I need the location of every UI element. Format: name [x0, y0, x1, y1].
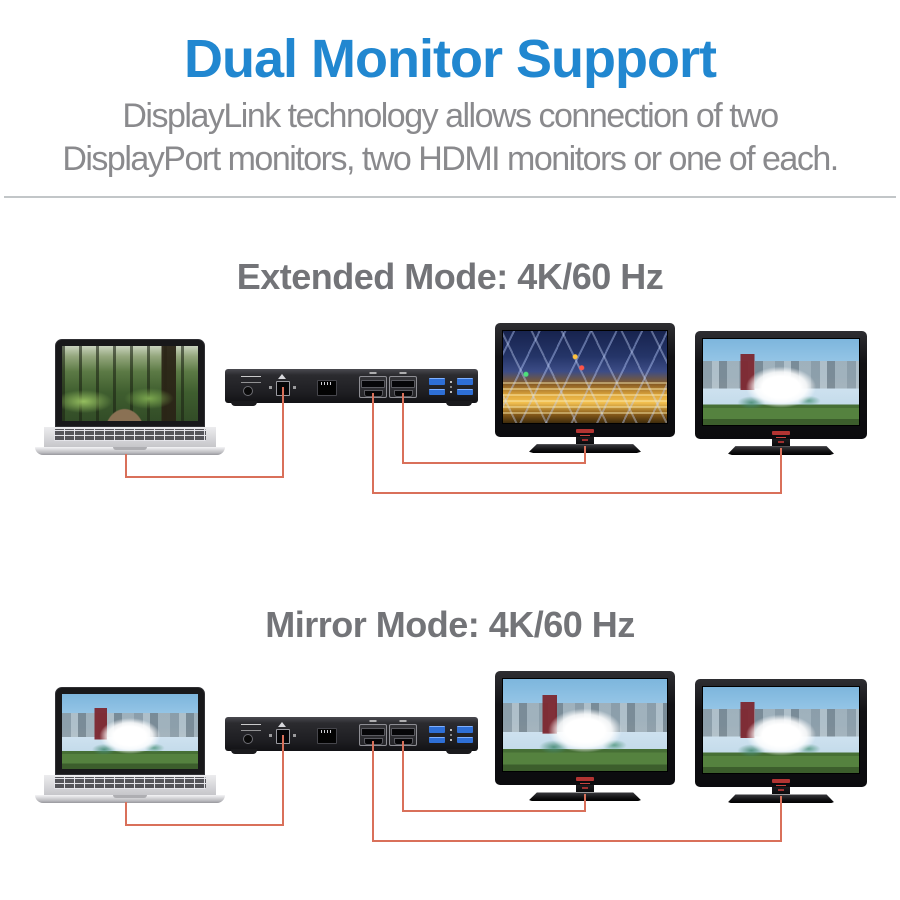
displayport-slot — [361, 380, 385, 389]
monitor-stand — [728, 794, 834, 804]
mirror-mode-section: Mirror Mode: 4K/60 Hz — [0, 604, 900, 886]
subtitle: DisplayLink technology allows connection… — [0, 95, 900, 179]
laptop-lid — [55, 339, 205, 428]
monitor-left — [495, 323, 675, 454]
usb-upstream-icon — [278, 374, 286, 380]
monitor-frame — [695, 331, 867, 440]
laptop — [35, 339, 225, 456]
usb3-port-group — [429, 726, 473, 744]
laptop-base — [35, 447, 225, 456]
monitor-screen — [502, 330, 668, 425]
displayport-hdmi-combo-port-2 — [389, 376, 417, 399]
usb3-port — [457, 726, 473, 733]
monitor-screen — [702, 686, 860, 775]
monitor-logo-badge — [576, 777, 594, 782]
hdmi-slot — [393, 738, 413, 746]
monitor-logo-badge — [772, 431, 790, 436]
docking-station — [225, 717, 478, 755]
monitor-stand — [529, 444, 641, 454]
page-title: Dual Monitor Support — [184, 29, 717, 89]
ethernet-port — [317, 380, 337, 397]
mirror-mode-diagram — [0, 671, 900, 886]
usb3-port — [457, 388, 473, 396]
usb-port-markings — [269, 734, 272, 738]
monitor-neck — [772, 439, 790, 447]
usb3-port — [429, 726, 445, 733]
monitor-frame — [695, 679, 867, 788]
monitor-neck — [576, 437, 594, 445]
displayport-hdmi-combo-port-2 — [389, 724, 417, 747]
usb-b-upstream-port — [276, 729, 290, 745]
hdmi-slot — [363, 390, 383, 398]
usb3-port — [429, 388, 445, 396]
power-jack — [243, 734, 253, 745]
monitor-logo-badge — [576, 429, 594, 434]
usb3-port — [457, 378, 473, 385]
subtitle-line-1: DisplayLink technology allows connection… — [122, 97, 779, 136]
hdmi-slot — [363, 738, 383, 746]
usb-port-markings — [269, 386, 272, 390]
monitor-stand — [529, 792, 641, 802]
displayport-slot — [391, 380, 415, 389]
power-jack — [243, 386, 253, 397]
monitor-screen-image — [503, 679, 667, 772]
monitor-logo-badge — [772, 779, 790, 784]
laptop-screen — [62, 694, 198, 770]
extended-mode-section: Extended Mode: 4K/60 Hz — [0, 256, 900, 538]
extended-mode-diagram — [0, 323, 900, 538]
displayport-hdmi-combo-port-1 — [359, 724, 387, 747]
subtitle-line-2: DisplayPort monitors, two HDMI monitors … — [62, 139, 839, 178]
laptop — [35, 687, 225, 804]
monitor-screen — [702, 338, 860, 427]
monitor-left — [495, 671, 675, 802]
usb3-port — [457, 736, 473, 744]
dock-power-label — [241, 376, 261, 384]
monitor-neck — [772, 787, 790, 795]
laptop-keyboard — [54, 429, 206, 442]
laptop-screen — [62, 346, 198, 422]
usb3-port — [429, 736, 445, 744]
ethernet-port — [317, 728, 337, 745]
laptop-screen-image — [62, 694, 198, 770]
monitor-screen-image — [703, 687, 859, 774]
usb-b-upstream-port — [276, 381, 290, 397]
dock-power-label — [241, 724, 261, 732]
monitor-screen-image — [503, 331, 667, 424]
monitor-frame — [495, 323, 675, 438]
laptop-keyboard — [54, 777, 206, 790]
laptop-keyboard-deck — [44, 775, 216, 796]
docking-station — [225, 369, 478, 407]
usb-upstream-icon — [278, 722, 286, 728]
usb3-port-group — [429, 378, 473, 396]
monitor-right — [695, 679, 867, 804]
monitor-right — [695, 331, 867, 456]
displayport-slot — [391, 728, 415, 737]
mirror-mode-heading: Mirror Mode: 4K/60 Hz — [265, 604, 635, 646]
header: Dual Monitor Support DisplayLink technol… — [0, 0, 900, 198]
monitor-frame — [495, 671, 675, 786]
header-divider — [4, 195, 896, 198]
displayport-slot — [361, 728, 385, 737]
laptop-lid — [55, 687, 205, 776]
monitor-stand — [728, 446, 834, 456]
laptop-screen-image — [62, 346, 198, 422]
laptop-keyboard-deck — [44, 427, 216, 448]
monitor-neck — [576, 785, 594, 793]
monitor-screen — [502, 678, 668, 773]
laptop-base — [35, 795, 225, 804]
monitor-screen-image — [703, 339, 859, 426]
displayport-hdmi-combo-port-1 — [359, 376, 387, 399]
usb3-port — [429, 378, 445, 385]
extended-mode-heading: Extended Mode: 4K/60 Hz — [236, 255, 664, 297]
hdmi-slot — [393, 390, 413, 398]
